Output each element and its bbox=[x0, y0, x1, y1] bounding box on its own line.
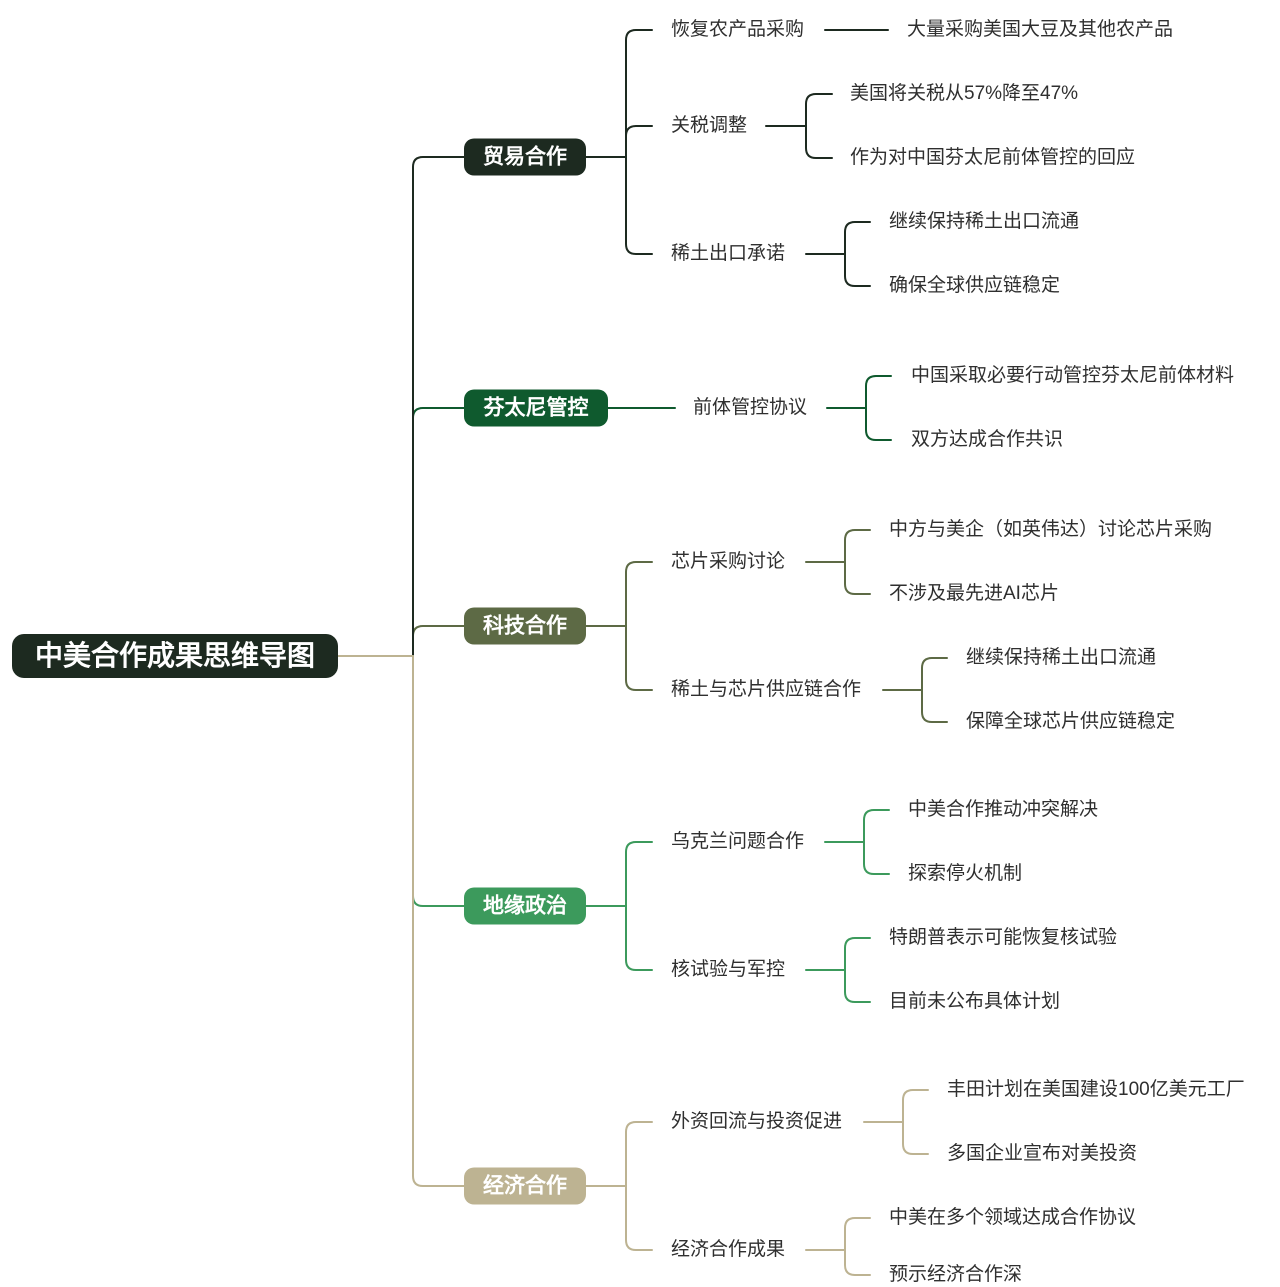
leaf-node: 探索停火机制 bbox=[908, 863, 1023, 884]
connector-line bbox=[844, 561, 871, 595]
connector-line bbox=[412, 655, 465, 1187]
leaf-node: 作为对中国芬太尼前体管控的回应 bbox=[850, 147, 1136, 168]
connector-line bbox=[625, 561, 653, 627]
connector-line bbox=[844, 1217, 871, 1251]
connector-line bbox=[412, 156, 465, 657]
branch-fentanyl-control: 芬太尼管控 bbox=[464, 389, 608, 427]
topic-rare-earth-export: 稀土出口承诺 bbox=[671, 243, 786, 264]
branch-geopolitics: 地缘政治 bbox=[464, 887, 586, 925]
connector-line bbox=[844, 253, 871, 287]
branch-trade-cooperation: 贸易合作 bbox=[464, 138, 586, 176]
leaf-node: 美国将关税从57%降至47% bbox=[850, 83, 1079, 104]
connector-line bbox=[625, 1121, 653, 1187]
leaf-node: 继续保持稀土出口流通 bbox=[966, 647, 1157, 668]
topic-nuclear-test-arms-control: 核试验与军控 bbox=[671, 959, 786, 980]
topic-ukraine-cooperation: 乌克兰问题合作 bbox=[671, 831, 805, 852]
connector-line bbox=[625, 841, 653, 907]
connector-line bbox=[865, 407, 892, 441]
leaf-node: 不涉及最先进AI芯片 bbox=[889, 583, 1059, 604]
connector-line bbox=[844, 221, 871, 255]
connector-line bbox=[412, 625, 465, 657]
leaf-node: 目前未公布具体计划 bbox=[889, 991, 1061, 1012]
root-node-title: 中美合作成果思维导图 bbox=[12, 634, 338, 678]
connector-line bbox=[844, 969, 871, 1003]
topic-economic-results: 经济合作成果 bbox=[671, 1239, 786, 1260]
leaf-node: 中方与美企（如英伟达）讨论芯片采购 bbox=[889, 519, 1213, 540]
leaf-node: 中美合作推动冲突解决 bbox=[908, 799, 1099, 820]
leaf-node: 双方达成合作共识 bbox=[911, 429, 1064, 450]
connector-line bbox=[844, 937, 871, 971]
leaf-node: 继续保持稀土出口流通 bbox=[889, 211, 1080, 232]
connector-line bbox=[863, 809, 890, 843]
branch-tech-cooperation: 科技合作 bbox=[464, 607, 586, 645]
connector-line bbox=[625, 125, 653, 158]
connector-line bbox=[863, 841, 890, 875]
connector-line bbox=[902, 1121, 929, 1155]
topic-rare-earth-chip-supply-chain: 稀土与芯片供应链合作 bbox=[671, 679, 862, 700]
leaf-node: 中国采取必要行动管控芬太尼前体材料 bbox=[911, 365, 1235, 386]
leaf-node: 丰田计划在美国建设100亿美元工厂 bbox=[947, 1079, 1245, 1100]
connector-line bbox=[844, 529, 871, 563]
connector-line bbox=[625, 905, 653, 971]
topic-chip-purchase-talks: 芯片采购讨论 bbox=[671, 551, 786, 572]
connector-line bbox=[921, 689, 948, 723]
leaf-node: 确保全球供应链稳定 bbox=[889, 275, 1061, 296]
topic-foreign-investment: 外资回流与投资促进 bbox=[671, 1111, 843, 1132]
connector-line bbox=[902, 1089, 929, 1123]
connector-line bbox=[805, 125, 833, 159]
leaf-node: 保障全球芯片供应链稳定 bbox=[966, 711, 1176, 732]
leaf-node: 特朗普表示可能恢复核试验 bbox=[889, 927, 1118, 948]
leaf-node: 多国企业宣布对美投资 bbox=[947, 1143, 1138, 1164]
connector-line bbox=[625, 29, 653, 158]
connector-line bbox=[844, 1249, 871, 1276]
topic-restore-agri-purchase: 恢复农产品采购 bbox=[671, 19, 805, 40]
connector-line bbox=[805, 93, 833, 127]
connector-line bbox=[625, 625, 653, 691]
connector-line bbox=[412, 407, 465, 657]
connector-line bbox=[921, 657, 948, 691]
leaf-node: 预示经济合作深 bbox=[889, 1264, 1023, 1285]
connector-line bbox=[412, 655, 465, 907]
topic-tariff-adjustment: 关税调整 bbox=[671, 115, 748, 136]
leaf-node: 中美在多个领域达成合作协议 bbox=[889, 1207, 1137, 1228]
topic-precursor-control-agreement: 前体管控协议 bbox=[693, 397, 808, 418]
leaf-node: 大量采购美国大豆及其他农产品 bbox=[907, 19, 1174, 40]
connector-line bbox=[865, 375, 892, 409]
branch-economic-cooperation: 经济合作 bbox=[464, 1167, 586, 1205]
connector-line bbox=[625, 1185, 653, 1251]
connector-line bbox=[625, 156, 653, 255]
